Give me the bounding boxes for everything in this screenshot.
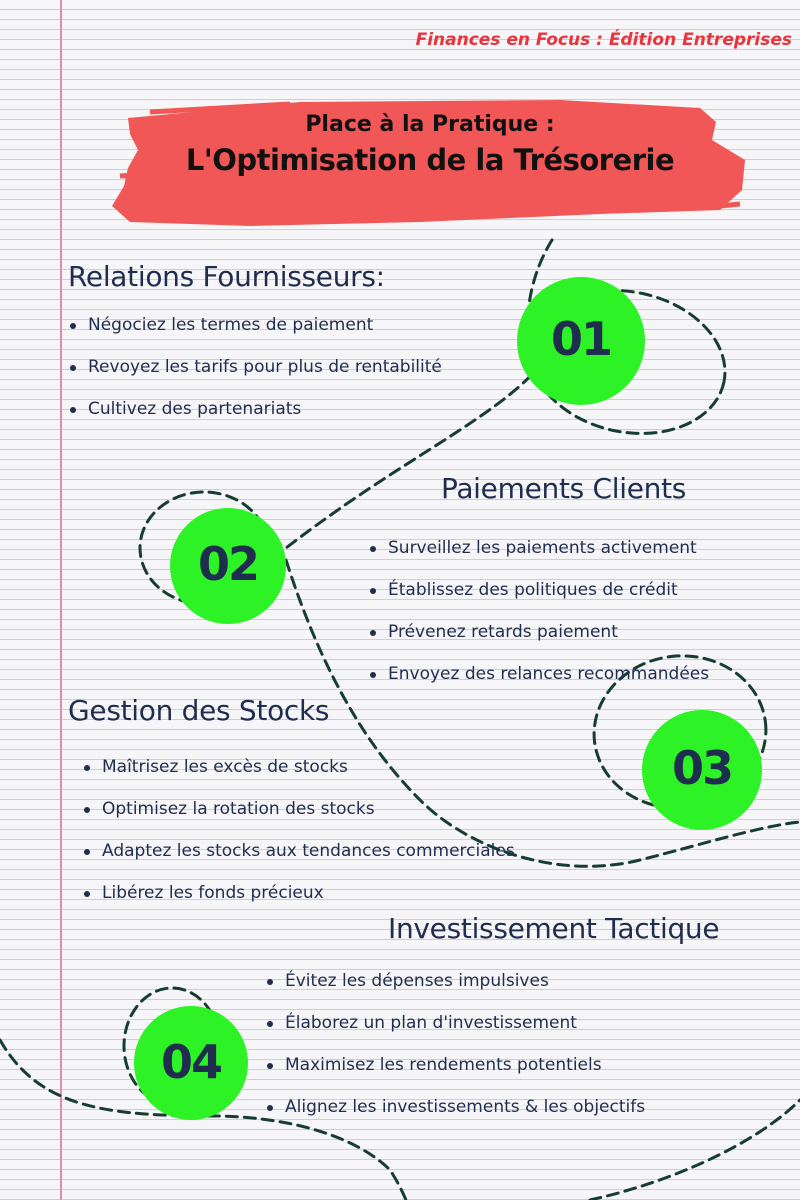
- list-item: Surveillez les paiements activement: [366, 534, 709, 576]
- badge-circle-04: [134, 1006, 248, 1120]
- dashed-path-04: [0, 1038, 408, 1200]
- badge-circle-01: [517, 277, 645, 405]
- section-title-stocks: Gestion des Stocks: [68, 694, 330, 727]
- section-number-01: 01: [550, 312, 613, 366]
- brush-streaks: [119, 101, 741, 211]
- list-item: Adaptez les stocks aux tendances commerc…: [80, 837, 515, 879]
- header-tagline: Finances en Focus : Édition Entreprises: [415, 30, 792, 50]
- list-item: Libérez les fonds précieux: [80, 879, 515, 921]
- badge-circle-03: [642, 710, 762, 830]
- title-block: Place à la Pratique : L'Optimisation de …: [110, 112, 750, 177]
- section-number-02: 02: [197, 537, 260, 591]
- list-item: Évitez les dépenses impulsives: [263, 967, 645, 1009]
- dashed-path-02-03: [284, 558, 800, 868]
- list-suppliers: Négociez les termes de paiement Revoyez …: [66, 311, 442, 437]
- list-investment: Évitez les dépenses impulsives Élaborez …: [263, 967, 645, 1135]
- list-item: Élaborez un plan d'investissement: [263, 1009, 645, 1051]
- dashed-path-tail: [588, 1098, 800, 1200]
- notebook-margin-line: [60, 0, 62, 1200]
- brush-shape: [112, 100, 745, 226]
- title-line2: L'Optimisation de la Trésorerie: [185, 143, 675, 177]
- section-number-03: 03: [671, 741, 734, 795]
- list-item: Revoyez les tarifs pour plus de rentabil…: [66, 353, 442, 395]
- list-item: Prévenez retards paiement: [366, 618, 709, 660]
- list-item: Alignez les investissements & les object…: [263, 1093, 645, 1135]
- list-item: Négociez les termes de paiement: [66, 311, 442, 353]
- brush-stroke-banner: [112, 100, 745, 226]
- list-item: Établissez des politiques de crédit: [366, 576, 709, 618]
- section-title-investment: Investissement Tactique: [388, 912, 720, 945]
- list-clients: Surveillez les paiements activement Étab…: [366, 534, 709, 702]
- list-item: Envoyez des relances recommandées: [366, 660, 709, 702]
- section-number-04: 04: [160, 1035, 223, 1089]
- list-item: Cultivez des partenariats: [66, 395, 442, 437]
- list-item: Optimisez la rotation des stocks: [80, 795, 515, 837]
- title-line1: Place à la Pratique :: [305, 112, 555, 137]
- dashed-ring-01: [529, 289, 727, 435]
- list-item: Maximisez les rendements potentiels: [263, 1051, 645, 1093]
- list-item: Maîtrisez les excès de stocks: [80, 753, 515, 795]
- dashed-path-01-02: [284, 238, 554, 550]
- section-title-suppliers: Relations Fournisseurs:: [68, 260, 385, 293]
- section-title-clients: Paiements Clients: [441, 472, 687, 505]
- badge-circle-02: [170, 508, 286, 624]
- list-stocks: Maîtrisez les excès de stocks Optimisez …: [80, 753, 515, 921]
